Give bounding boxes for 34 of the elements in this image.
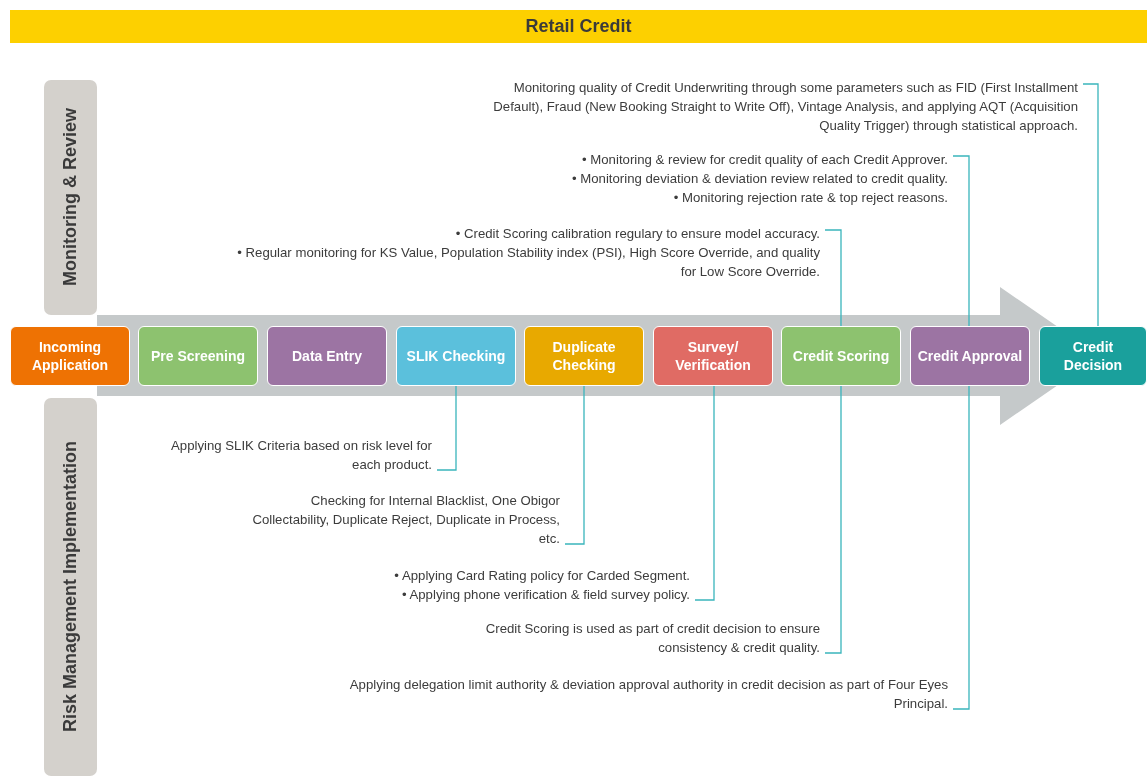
- leader-line: [824, 229, 842, 327]
- leader-line: [1082, 83, 1099, 327]
- bullet-point-text: • Credit Scoring calibration regulary to ensure model accuracy.: [454, 225, 820, 243]
- callout-text: Monitoring quality of Credit Underwriting through some parameters such as FID (First Installment Default), Fraud (New Booking Straight to Write Off), Vintage Analysis, and applying AQT (Acquisition Quality Trigger) through statistical approach.: [478, 78, 1078, 135]
- leader-line: [564, 385, 585, 545]
- process-step-box: Pre Screening: [138, 326, 258, 386]
- leader-line: [824, 385, 842, 654]
- bullet-point-text: • Applying phone verification & field survey policy.: [400, 586, 690, 604]
- callout-text: Checking for Internal Blacklist, One Obigor Collectability, Duplicate Reject, Duplicate in Process, etc.: [250, 491, 560, 548]
- leader-line: [952, 155, 970, 327]
- process-step-box: SLIK Checking: [396, 326, 516, 386]
- process-step-box: Survey/ Verification: [653, 326, 773, 386]
- process-step-box: Credit Approval: [910, 326, 1030, 386]
- side-band: [44, 80, 97, 315]
- process-step-box: Credit Scoring: [781, 326, 901, 386]
- bullet-point-text: • Monitoring deviation & deviation review related to credit quality.: [570, 170, 948, 188]
- band-label: Monitoring & Review: [60, 108, 81, 287]
- bullet-point-text: • Applying Card Rating policy for Carded Segment.: [393, 567, 690, 585]
- process-step-box: Data Entry: [267, 326, 387, 386]
- callout-text: Applying delegation limit authority & deviation approval authority in credit decision as part of Four Eyes Principal.: [340, 675, 948, 713]
- process-step-box: Credit Decision: [1039, 326, 1147, 386]
- bullet-point-text: • Monitoring rejection rate & top reject reasons.: [672, 189, 948, 207]
- bullet-point-text: • Monitoring & review for credit quality of each Credit Approver.: [581, 151, 948, 169]
- bullet-point-text: • Regular monitoring for KS Value, Population Stability index (PSI), High Score Override, and quality for Low Score Override.: [236, 244, 820, 281]
- title-bar: Retail Credit: [10, 10, 1147, 43]
- process-step-box: Incoming Application: [10, 326, 130, 386]
- process-step-box: Duplicate Checking: [524, 326, 644, 386]
- leader-line: [952, 385, 970, 710]
- callout-text: Applying SLIK Criteria based on risk level for each product.: [150, 436, 432, 474]
- band-label: Risk Management Implementation: [60, 441, 81, 733]
- leader-line: [436, 385, 457, 471]
- callout-text: Credit Scoring is used as part of credit decision to ensure consistency & credit quality.: [480, 619, 820, 657]
- side-band: [44, 398, 97, 776]
- leader-line: [694, 385, 715, 601]
